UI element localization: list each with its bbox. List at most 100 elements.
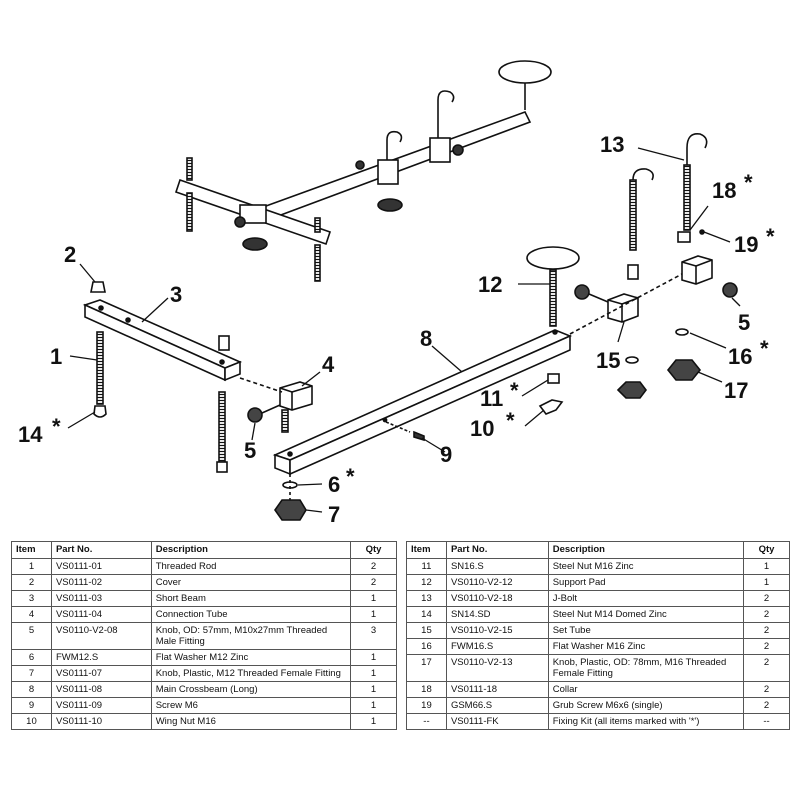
header-item: Item <box>11 541 52 559</box>
callout-8: 8 <box>420 326 432 351</box>
cell-qty: 1 <box>350 606 397 623</box>
cell-qty: 1 <box>350 590 397 607</box>
callout-1: 1 <box>50 344 62 369</box>
cell-item: 6 <box>11 649 52 666</box>
callout-5-right: 5 <box>738 310 750 335</box>
cell-part-no: VS0111-FK <box>445 713 549 730</box>
cell-description: Knob, Plastic, M12 Threaded Female Fitti… <box>150 665 352 682</box>
header-qty: Qty <box>350 541 397 559</box>
callout-3: 3 <box>170 282 182 307</box>
callout-19: 19 <box>734 232 758 257</box>
callout-15: 15 <box>596 348 620 373</box>
header-description: Description <box>150 541 352 559</box>
cell-description: Main Crossbeam (Long) <box>150 681 352 698</box>
cell-item: 13 <box>406 590 447 607</box>
cell-part-no: VS0111-09 <box>50 697 152 714</box>
cell-item: 16 <box>406 638 447 655</box>
cell-part-no: VS0111-04 <box>50 606 152 623</box>
cell-qty: 2 <box>743 638 790 655</box>
cell-part-no: FWM16.S <box>445 638 549 655</box>
cell-item: 12 <box>406 574 447 591</box>
cell-description: Cover <box>150 574 352 591</box>
header-part-no: Part No. <box>445 541 549 559</box>
cell-part-no: VS0110-V2-13 <box>445 654 549 682</box>
cell-description: Flat Washer M16 Zinc <box>547 638 745 655</box>
cell-part-no: VS0111-03 <box>50 590 152 607</box>
callout-16-star: * <box>760 336 769 361</box>
callout-13: 13 <box>600 132 624 157</box>
cell-qty: 2 <box>350 574 397 591</box>
callout-9: 9 <box>440 442 452 467</box>
cell-part-no: FWM12.S <box>50 649 152 666</box>
cell-part-no: VS0110-V2-18 <box>445 590 549 607</box>
cell-description: Short Beam <box>150 590 352 607</box>
cell-part-no: VS0110-V2-08 <box>50 622 152 650</box>
cell-qty: 1 <box>350 665 397 682</box>
callout-10-star: * <box>506 408 515 433</box>
callout-6: 6 <box>328 472 340 497</box>
cell-qty: 2 <box>743 606 790 623</box>
callout-18: 18 <box>712 178 736 203</box>
cell-part-no: VS0111-08 <box>50 681 152 698</box>
cell-item: 14 <box>406 606 447 623</box>
cell-item: 7 <box>11 665 52 682</box>
cell-description: Steel Nut M16 Zinc <box>547 558 745 575</box>
cell-description: Connection Tube <box>150 606 352 623</box>
callout-19-star: * <box>766 224 775 249</box>
callout-4: 4 <box>322 352 335 377</box>
cell-part-no: VS0111-02 <box>50 574 152 591</box>
cell-item: 11 <box>406 558 447 575</box>
header-description: Description <box>547 541 745 559</box>
exploded-parts-diagram: 2 3 1 14 * 4 5 6 * 7 8 9 10 * 11 * 12 13… <box>18 60 775 527</box>
main-crossbeam-group <box>272 246 580 521</box>
cell-qty: 2 <box>743 590 790 607</box>
cell-item: 17 <box>406 654 447 682</box>
table-header-row: Item Part No. Description Qty <box>406 541 790 559</box>
cell-item: 1 <box>11 558 52 575</box>
cell-qty: 2 <box>743 622 790 639</box>
cell-part-no: SN16.S <box>445 558 549 575</box>
cell-qty: 3 <box>350 622 397 650</box>
cell-item: 5 <box>11 622 52 650</box>
cell-part-no: VS0111-07 <box>50 665 152 682</box>
cell-description: Threaded Rod <box>150 558 352 575</box>
callout-14: 14 <box>18 422 43 447</box>
cell-part-no: VS0111-18 <box>445 681 549 698</box>
callout-7: 7 <box>328 502 340 527</box>
callout-5-left: 5 <box>244 438 256 463</box>
cell-qty: 1 <box>743 574 790 591</box>
callout-16: 16 <box>728 344 752 369</box>
callout-17: 17 <box>724 378 748 403</box>
callout-2: 2 <box>64 242 76 267</box>
cell-item: 18 <box>406 681 447 698</box>
callout-11: 11 <box>480 386 503 411</box>
header-item: Item <box>406 541 447 559</box>
set-tube-group <box>569 132 738 399</box>
callout-labels: 2 3 1 14 * 4 5 6 * 7 8 9 10 * 11 * 12 13… <box>18 132 775 527</box>
cell-description: Support Pad <box>547 574 745 591</box>
cell-description: Wing Nut M16 <box>150 713 352 730</box>
cell-qty: 1 <box>350 713 397 730</box>
header-part-no: Part No. <box>50 541 152 559</box>
cell-qty: -- <box>743 713 790 730</box>
leader-lines <box>67 147 741 513</box>
callout-10: 10 <box>470 416 494 441</box>
cell-description: Collar <box>547 681 745 698</box>
table-header-row: Item Part No. Description Qty <box>11 541 397 559</box>
cell-part-no: SN14.SD <box>445 606 549 623</box>
